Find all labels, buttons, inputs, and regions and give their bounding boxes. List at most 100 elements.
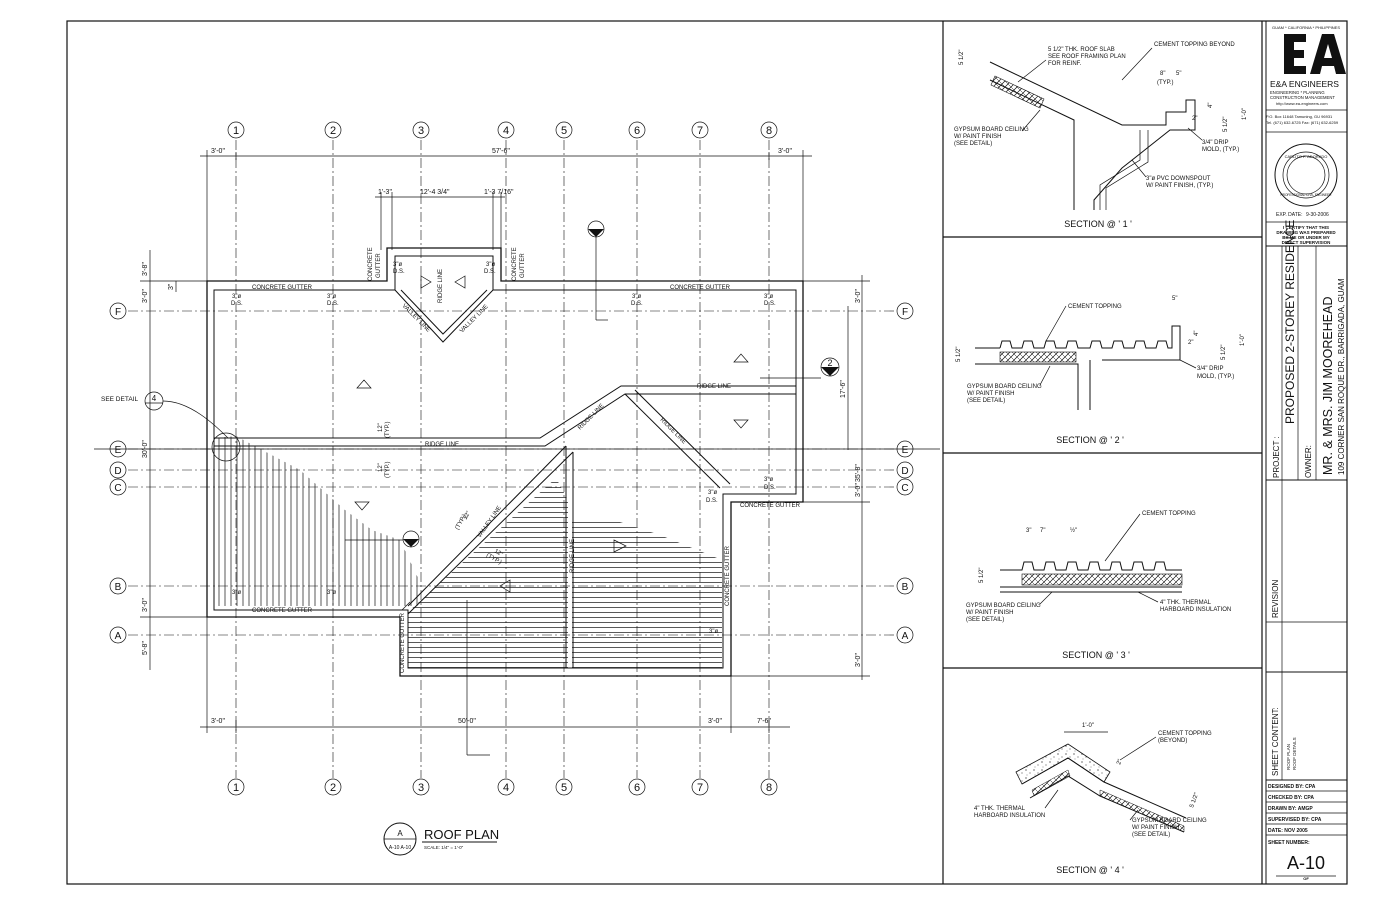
note: 3"ø PVC DOWNSPOUT [1146, 176, 1211, 182]
sheet-content: ROOF PLAN [1286, 744, 1291, 770]
dim-text: 3'-0" [855, 653, 862, 667]
roof-hatch-center [408, 478, 568, 668]
sheet-number: A-10 [1287, 853, 1325, 873]
grid-row-label: A [902, 631, 909, 642]
owner-name: MR. & MRS. JIM MOOREHEAD [1321, 297, 1335, 475]
dim: 5" [1176, 71, 1181, 77]
note: FOR REINF. [1048, 61, 1082, 67]
gutter-label-vertical-tr2: GUTTER [520, 253, 526, 278]
date: DATE: NOV 2005 [1268, 828, 1308, 834]
gutter-label-vertical-right: CONCRETE GUTTER [725, 545, 731, 606]
dim-text: 12'-4 3/4" [420, 189, 450, 196]
supervised-by: SUPERVISED BY: CPA [1268, 817, 1322, 823]
grid-col-label: 3 [418, 125, 424, 137]
note: SEE ROOF FRAMING PLAN [1048, 54, 1126, 60]
see-detail-label: SEE DETAIL [101, 396, 138, 403]
drawn-by: DRAWN BY: AMGP [1268, 806, 1313, 812]
firm-address: P.O. Box 11648 Tamuning, GU 96931 [1266, 114, 1333, 119]
grid-col-label: 7 [697, 782, 703, 794]
sections-panel: 5 1/2" THK. ROOF SLAB SEE ROOF FRAMING P… [943, 42, 1262, 875]
ds-label: 3"ø [232, 590, 241, 596]
note: HARBOARD INSULATION [974, 813, 1045, 819]
gutter-label-bottom-left: CONCRETE GUTTER [252, 608, 313, 614]
section-title: SECTION @ ' 1 ' [1064, 219, 1132, 229]
ridge-label-diag-1: RIDGE LINE [577, 403, 605, 431]
grid-col-label: 1 [233, 125, 239, 137]
revision-label: REVISION [1271, 580, 1280, 618]
gutter-label-top-right: CONCRETE GUTTER [670, 285, 731, 291]
grid-row-label: C [901, 483, 908, 494]
dim-text: 3'-0" [211, 718, 225, 725]
tag-letter: A [397, 829, 403, 838]
owner-address: 109 CORNER SAN ROQUE DR., BARRIGADA, GUA… [1337, 278, 1346, 475]
engineer-seal: CARLITO P. ADORADO PROFESSIONAL CIVIL EN… [1274, 143, 1338, 207]
dim: 5 1/2" [959, 50, 965, 65]
dim-text: 3'-0" [211, 148, 225, 155]
ds-label: 3"ø [764, 477, 773, 483]
plan-title: ROOF PLAN [424, 827, 499, 842]
ds-label: 3"ø [632, 294, 641, 300]
dim-text: 57'-6" [492, 148, 510, 155]
dim: 1'-0" [1240, 334, 1246, 346]
grid-row-label: B [115, 582, 122, 593]
ridge-label-main: RIDGE LINE [425, 442, 459, 448]
dim-text: 17'-6" [840, 380, 847, 398]
grid-col-label: 4 [503, 125, 509, 137]
dim-text: 1'-3" [378, 189, 392, 196]
dim-text: 3'-0" [142, 289, 149, 303]
note: (BEYOND) [1158, 738, 1187, 744]
dims-left: 3'-8" 3'-0" 3" 30'-0" 3'-0" 5'-8" [94, 250, 940, 670]
firm-web: http://www.ea-engineers.com [1276, 101, 1328, 106]
ridge-label-upper: RIDGE LINE [697, 384, 731, 390]
grid-lines-vertical [235, 140, 770, 778]
dim: 1'-0" [1082, 723, 1094, 729]
dim-text: 3" [168, 283, 175, 290]
dim-text: 3'-0" [778, 148, 792, 155]
grid-col-label: 2 [330, 125, 336, 137]
roof-hatch-left [214, 436, 418, 606]
note: W/ PAINT FINISH [966, 610, 1013, 616]
dim-text: 3'-8" [142, 262, 149, 276]
ds-label: D.S. [764, 485, 776, 491]
svg-text:4: 4 [152, 394, 157, 403]
gutter-label-vertical-bottom: CONCRETE GUTTER [400, 612, 406, 673]
grid-row-label: D [901, 466, 908, 477]
section-title: SECTION @ ' 4 ' [1056, 865, 1124, 875]
gutter-label-vertical-tl2: GUTTER [376, 253, 382, 278]
note: MOLD, (TYP.) [1202, 147, 1239, 153]
note: W/ PAINT FINISH [1132, 825, 1179, 831]
dim: 3" [1026, 528, 1031, 534]
note: CEMENT TOPPING [1158, 731, 1212, 737]
gutter-label-vertical-tl: CONCRETE [368, 247, 374, 281]
ridge-valley-lines [214, 289, 796, 668]
gutter-label-right: CONCRETE GUTTER [740, 503, 801, 509]
note: 3/4" DRIP [1202, 140, 1228, 146]
see-detail-marker: 4 SEE DETAIL [101, 391, 241, 462]
note: 3/4" DRIP [1197, 366, 1223, 372]
typ-label: (TYP.) [385, 461, 391, 478]
grid-col-label: 5 [561, 125, 567, 137]
grid-bubbles-left: F E D C B A [109, 302, 127, 644]
dim-text: 35'-8" [855, 464, 862, 482]
section-title: SECTION @ ' 2 ' [1056, 435, 1124, 445]
typ-dim: 12" [493, 549, 504, 559]
typ-dim: 12" [463, 510, 473, 521]
grid-col-label: 2 [330, 782, 336, 794]
note: 5 1/2" THK. ROOF SLAB [1048, 47, 1115, 53]
note: (SEE DETAIL) [1132, 832, 1170, 838]
typ-dim: 12" [378, 423, 384, 432]
grid-col-label: 8 [766, 125, 772, 137]
dim-text: 30'-0" [142, 440, 149, 458]
ds-label: D.S. [631, 301, 643, 307]
certify: BY ME OR UNDER MY [1282, 235, 1329, 240]
grid-row-label: F [902, 307, 908, 318]
dim: (TYP.) [1157, 80, 1174, 86]
grid-row-label: B [902, 582, 909, 593]
typ-dim: 12" [378, 463, 384, 472]
grid-row-label: A [115, 631, 122, 642]
grid-bubbles-right: F E D C B A [896, 302, 914, 644]
sheet-of: OF [1303, 876, 1309, 881]
designed-by: DESIGNED BY: CPA [1268, 784, 1316, 790]
grid-col-label: 6 [634, 125, 640, 137]
